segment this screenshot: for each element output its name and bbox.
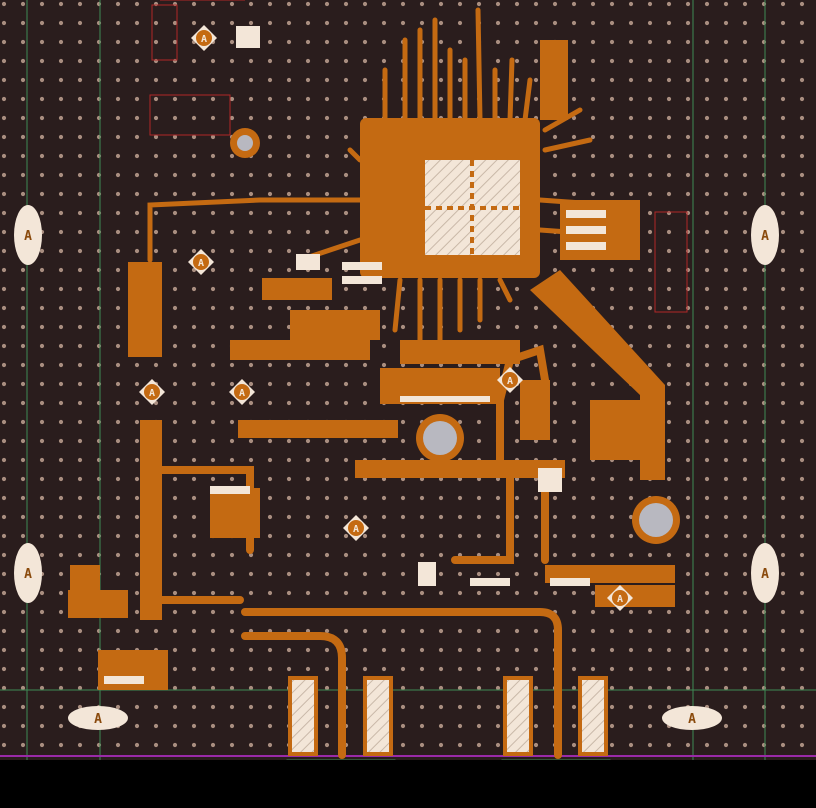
mounting-hole-label: A xyxy=(94,712,102,727)
rf-traces xyxy=(156,344,562,759)
qfn-fanout-traces xyxy=(147,7,613,343)
fiducial-label: A xyxy=(239,388,245,399)
connector-pads xyxy=(288,676,608,756)
fiducial-mark: A xyxy=(139,379,165,405)
mounting-hole-label: A xyxy=(24,567,32,582)
mounting-hole-bottom-left: A xyxy=(68,706,128,730)
fiducial-label: A xyxy=(353,524,359,535)
fiducial-label: A xyxy=(149,388,155,399)
fiducial-label: A xyxy=(198,258,204,269)
fiducial-mark: A xyxy=(497,367,523,393)
fiducial-label: A xyxy=(201,34,207,45)
fiducial-mark: A xyxy=(188,249,214,275)
mounting-hole-label: A xyxy=(688,712,696,727)
mounting-hole-right-top: A xyxy=(751,205,779,265)
qfn-thermal-vias xyxy=(425,160,520,255)
round-test-points xyxy=(230,128,680,544)
fiducial-label: A xyxy=(507,376,513,387)
mounting-hole-left-top: A xyxy=(14,205,42,265)
fiducials: A A A A A A A xyxy=(139,25,633,611)
mounting-hole-right-bottom: A xyxy=(751,543,779,603)
mounting-hole-bottom-right: A xyxy=(662,706,722,730)
mounting-hole-left-bottom: A xyxy=(14,543,42,603)
silkscreen xyxy=(149,0,688,313)
footer-area xyxy=(0,760,816,804)
fiducial-label: A xyxy=(617,594,623,605)
mounting-hole-label: A xyxy=(761,229,769,244)
mounting-hole-label: A xyxy=(761,567,769,582)
fiducial-mark: A xyxy=(607,585,633,611)
smd-pads xyxy=(104,26,606,684)
fiducial-mark: A xyxy=(343,515,369,541)
mounting-hole-label: A xyxy=(24,229,32,244)
fiducial-mark: A xyxy=(191,25,217,51)
fiducial-mark: A xyxy=(229,379,255,405)
small-qfn-pad xyxy=(538,468,562,492)
mounting-holes: A A A A A A xyxy=(14,205,779,730)
